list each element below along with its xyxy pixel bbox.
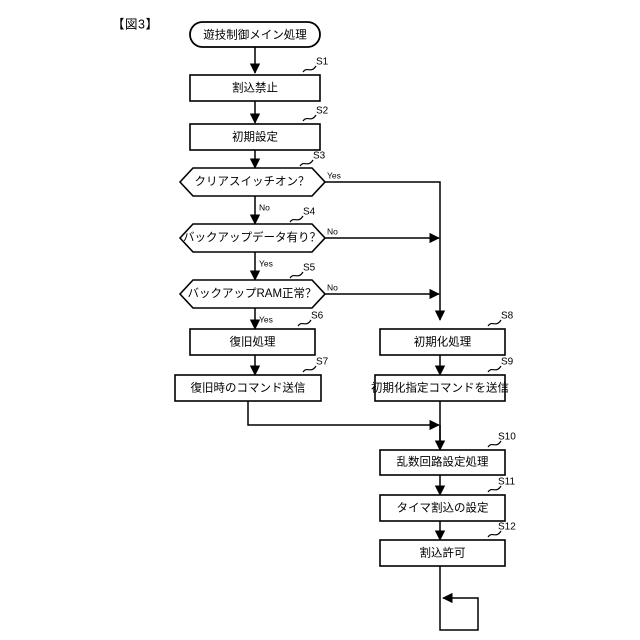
node-s1[interactable]: 割込禁止 S1 — [189, 57, 329, 102]
s6-leader-line — [297, 319, 312, 327]
s5-leader-line — [289, 271, 304, 279]
connector-s12-loop-back — [439, 566, 479, 631]
s1-box-label: 割込禁止 — [232, 81, 278, 95]
s6-step-tag: S6 — [311, 311, 324, 322]
s3-decision-shape — [178, 167, 327, 197]
s11-leader-line — [487, 485, 502, 493]
s11-step-tag: S11 — [498, 477, 515, 488]
s5-decision-shape — [178, 279, 327, 309]
s12-leader-line — [487, 530, 502, 538]
s1-step-tag: S1 — [316, 57, 329, 68]
s8-step-tag: S8 — [501, 311, 514, 322]
branch-label-s3-no: No — [259, 202, 270, 212]
node-start[interactable]: 遊技制御メイン処理 — [189, 21, 321, 48]
s11-box-shape — [379, 494, 506, 522]
s9-box-label: 初期化指定コマンドを送信 — [371, 381, 509, 395]
s4-decision-shape — [178, 223, 327, 253]
s6-box-label: 復旧処理 — [230, 335, 276, 349]
s5-step-tag: S5 — [303, 263, 316, 274]
s12-box-shape — [379, 539, 506, 567]
node-s3[interactable]: クリアスイッチオン？ S3 — [178, 151, 327, 197]
s2-step-tag: S2 — [316, 106, 329, 117]
s3-decision-label: クリアスイッチオン？ — [195, 175, 310, 188]
s4-step-tag: S4 — [303, 207, 316, 218]
s10-box-shape — [379, 449, 506, 476]
s1-box-shape — [189, 74, 321, 102]
s8-box-label: 初期化処理 — [414, 335, 472, 349]
s12-step-tag: S12 — [498, 522, 516, 533]
node-s11[interactable]: タイマ割込の設定 S11 — [379, 477, 515, 522]
s8-box-shape — [379, 328, 506, 356]
branch-label-s5-no: No — [327, 282, 338, 292]
s7-box-shape — [174, 374, 322, 402]
s8-leader-line — [487, 319, 502, 327]
connector-s3-yes-to-s8 — [325, 181, 446, 321]
s7-step-tag: S7 — [316, 357, 329, 368]
node-s9[interactable]: 初期化指定コマンドを送信 S9 — [371, 357, 514, 402]
node-s7[interactable]: 復旧時のコマンド送信 S7 — [174, 357, 329, 402]
s4-decision-label: バックアップデータ有り？ — [183, 230, 321, 244]
s7-leader-line — [302, 365, 317, 373]
figure-title: 【図3】 — [112, 17, 158, 31]
node-s10[interactable]: 乱数回路設定処理 S10 — [379, 432, 516, 476]
s10-box-label: 乱数回路設定処理 — [397, 455, 489, 469]
node-s12[interactable]: 割込許可 S12 — [379, 522, 516, 567]
s9-box-shape — [374, 374, 506, 402]
branch-label-s3-yes: Yes — [327, 170, 341, 180]
branch-label-s4-yes: Yes — [259, 258, 273, 268]
s2-box-shape — [189, 123, 321, 151]
connector-s7-to-merge — [247, 401, 440, 431]
s10-step-tag: S10 — [498, 432, 516, 443]
s10-leader-line — [487, 440, 502, 448]
s9-leader-line — [487, 365, 502, 373]
node-s2[interactable]: 初期設定 S2 — [189, 106, 329, 151]
s6-box-shape — [189, 328, 316, 356]
branch-label-s4-no: No — [327, 226, 338, 236]
s1-leader-line — [302, 65, 317, 73]
s2-leader-line — [302, 114, 317, 122]
s5-decision-label: バックアップRAM正常？ — [187, 287, 316, 300]
node-s8[interactable]: 初期化処理 S8 — [379, 311, 514, 356]
s3-leader-line — [299, 159, 314, 167]
branch-label-s5-yes: Yes — [259, 314, 273, 324]
start-node-shape — [189, 21, 321, 48]
s12-box-label: 割込許可 — [420, 546, 466, 560]
s7-box-label: 復旧時のコマンド送信 — [191, 381, 306, 395]
node-s5[interactable]: バックアップRAM正常？ S5 — [178, 263, 327, 309]
s11-box-label: タイマ割込の設定 — [397, 501, 489, 515]
node-s6[interactable]: 復旧処理 S6 — [189, 311, 324, 356]
s4-leader-line — [289, 215, 304, 223]
s9-step-tag: S9 — [501, 357, 514, 368]
start-node-label: 遊技制御メイン処理 — [203, 28, 307, 42]
s2-box-label: 初期設定 — [232, 130, 278, 144]
node-s4[interactable]: バックアップデータ有り？ S4 — [178, 207, 327, 253]
s3-step-tag: S3 — [313, 151, 326, 162]
